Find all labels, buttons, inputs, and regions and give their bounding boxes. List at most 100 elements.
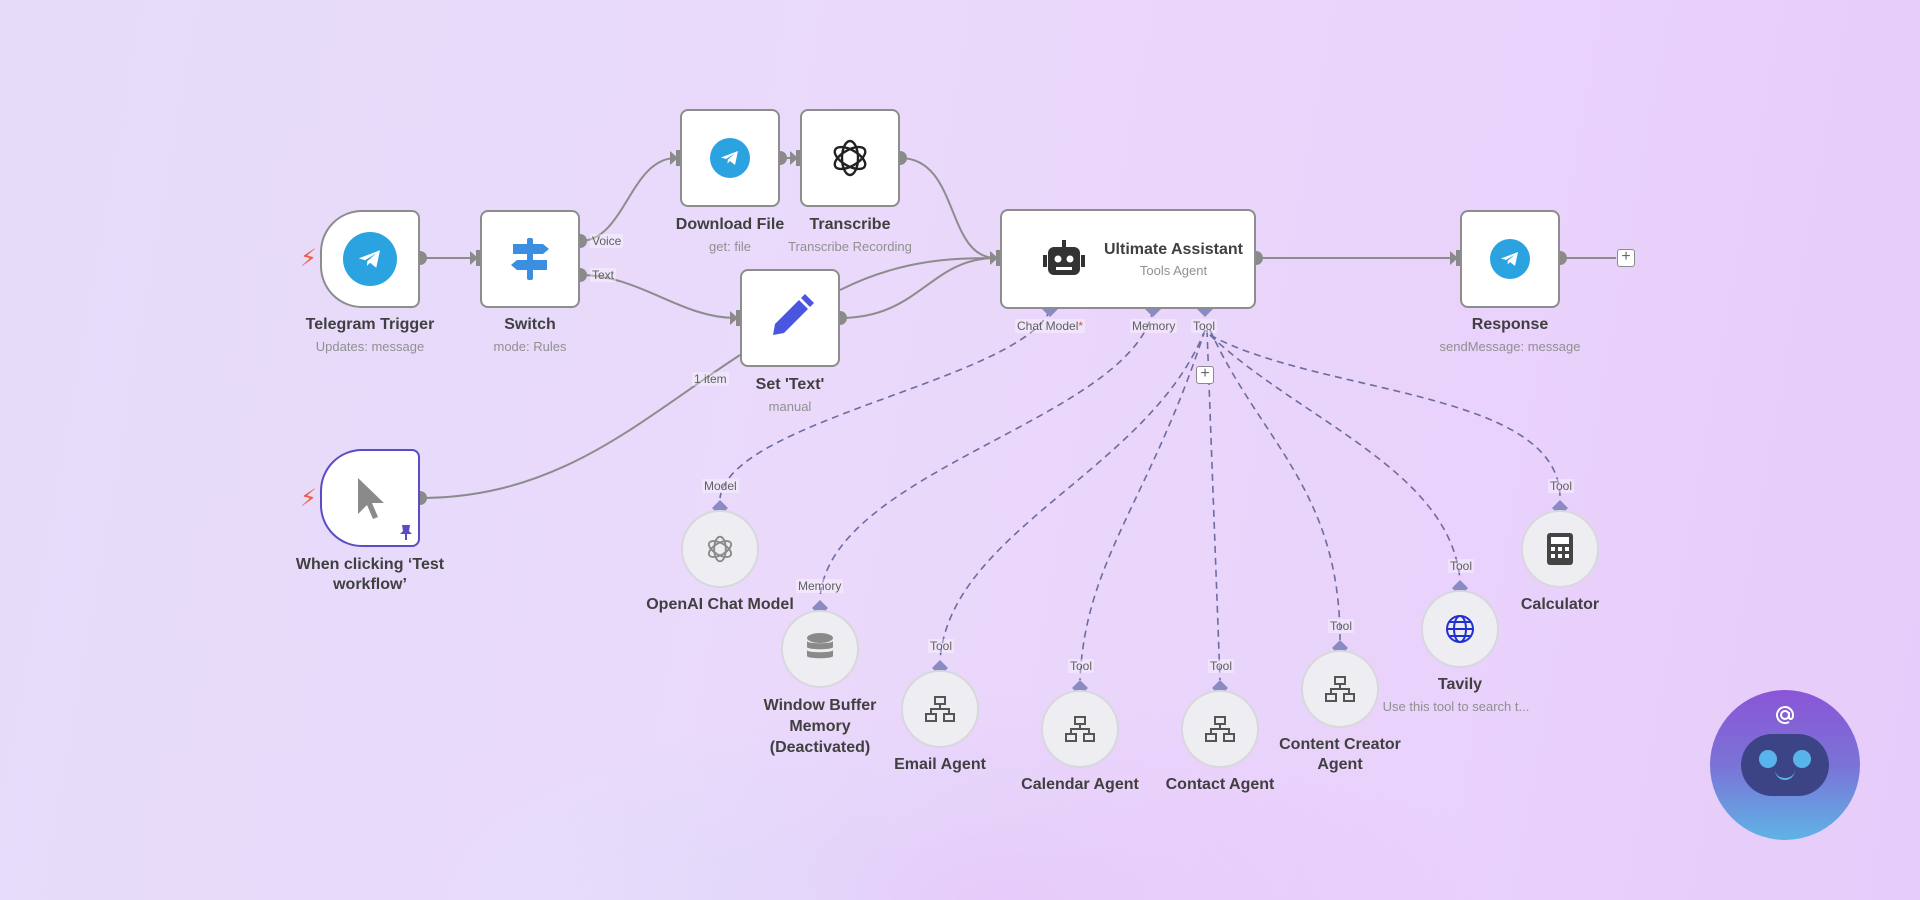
edge-agent-memory (819, 309, 1154, 599)
calculator-node[interactable] (1521, 510, 1599, 588)
at-icon (1776, 706, 1795, 725)
pin-icon (400, 525, 412, 540)
globe-icon (1446, 615, 1474, 643)
telegram-trigger-node[interactable] (320, 210, 420, 308)
window-buffer-memory-node[interactable] (781, 610, 859, 688)
port-label: Tool (1328, 619, 1355, 633)
port-label: Tool (1068, 659, 1095, 673)
node-title: Window Buffer Memory (Deactivated) (763, 697, 877, 756)
pencil-icon (773, 294, 814, 335)
switch-output-text: Text (590, 268, 617, 282)
agent-port-memory: Memory (1130, 319, 1178, 333)
node-subtitle: sendMessage: message (1439, 339, 1581, 354)
node-subtitle: Transcribe Recording (788, 239, 912, 254)
port-in (670, 150, 681, 166)
add-node-button[interactable]: + (1617, 249, 1635, 267)
port-label: Tool (1208, 659, 1235, 673)
port-in (730, 310, 741, 326)
mascot-smile (1775, 770, 1795, 780)
content-creator-agent-node[interactable] (1301, 650, 1379, 728)
port-label: Model (702, 479, 739, 493)
edge-agent-model (719, 309, 1051, 499)
edge-set-agent-b (839, 257, 997, 319)
edge-agent-calculator (1209, 334, 1561, 499)
node-title: Download File (675, 216, 785, 233)
port-in (470, 250, 481, 266)
node-title: Telegram Trigger (305, 316, 435, 333)
port-label: Tool (1548, 479, 1575, 493)
switch-output-voice: Voice (590, 234, 624, 248)
download-file-node[interactable] (680, 109, 780, 207)
network-icon (1325, 676, 1355, 702)
cursor-icon (358, 478, 384, 519)
node-subtitle: Updates: message (315, 339, 425, 354)
agent-node[interactable]: Ultimate Assistant Tools Agent (1000, 209, 1256, 309)
port-in (990, 250, 1001, 266)
port-label: Memory (796, 579, 844, 593)
response-node[interactable] (1460, 210, 1560, 308)
node-title: OpenAI Chat Model (646, 596, 794, 613)
network-icon (1205, 716, 1235, 742)
port-in (1450, 250, 1461, 266)
node-title: Content Creator Agent (1279, 736, 1401, 773)
bolt-icon: ⚡ (300, 485, 317, 512)
telegram-icon (1490, 239, 1530, 279)
edge-agent-email (939, 329, 1206, 661)
node-subtitle: Use this tool to search t... (1382, 699, 1530, 714)
email-agent-node[interactable] (901, 670, 979, 748)
edge-agent-content (1209, 329, 1341, 641)
node-subtitle: manual (768, 399, 812, 414)
edge-switch-download (579, 157, 677, 242)
add-tool-button[interactable]: + (1196, 366, 1214, 384)
port-in (790, 150, 801, 166)
port-label: Tool (928, 639, 955, 653)
node-title: Set 'Text' (755, 376, 825, 393)
node-title: Switch (504, 316, 556, 333)
calendar-agent-node[interactable] (1041, 690, 1119, 768)
network-icon (925, 696, 955, 722)
calculator-icon (1547, 533, 1573, 565)
node-title: Transcribe (809, 216, 891, 233)
telegram-icon (710, 138, 750, 178)
openai-icon (707, 535, 733, 563)
agent-title: Ultimate Assistant (1104, 240, 1243, 258)
database-icon (807, 633, 833, 659)
openai-chat-model-node[interactable] (681, 510, 759, 588)
edge-agent-tavily (1209, 334, 1461, 581)
robot-icon (1043, 240, 1085, 275)
node-title: Contact Agent (1165, 776, 1275, 793)
agent-port-tool: Tool (1191, 319, 1218, 333)
mascot-eye (1759, 750, 1777, 768)
bolt-icon: ⚡ (300, 245, 317, 272)
node-title: Calculator (1520, 596, 1600, 613)
telegram-icon (343, 232, 397, 286)
node-title: Response (1471, 316, 1549, 333)
openai-icon (833, 139, 867, 177)
node-subtitle: mode: Rules (493, 339, 567, 354)
transcribe-node[interactable] (800, 109, 900, 207)
signpost-icon (511, 238, 549, 280)
switch-node[interactable] (480, 210, 580, 308)
edge-manual-set (419, 354, 741, 499)
node-title: Calendar Agent (1021, 776, 1139, 793)
port-label: Tool (1448, 559, 1475, 573)
port-label: Chat Model (1017, 319, 1079, 333)
edge-transcribe-agent (899, 157, 997, 259)
edge-item-count: 1 item (692, 372, 729, 386)
network-icon (1065, 716, 1095, 742)
required-mark: * (1078, 319, 1084, 333)
assistant-mascot-button[interactable] (1710, 690, 1860, 840)
node-title: When clicking ‘Test workflow’ (295, 556, 445, 593)
set-text-node[interactable] (740, 269, 840, 367)
edge-set-agent-a (839, 257, 997, 291)
agent-subtitle: Tools Agent (1139, 262, 1208, 278)
tavily-node[interactable] (1421, 590, 1499, 668)
edge-agent-calendar (1079, 329, 1206, 681)
contact-agent-node[interactable] (1181, 690, 1259, 768)
edge-agent-contact (1206, 329, 1221, 681)
mascot-eye (1793, 750, 1811, 768)
agent-port-chat-model: Chat Model* (1015, 319, 1086, 333)
manual-trigger-node[interactable] (320, 449, 420, 547)
node-title: Tavily (1437, 676, 1483, 693)
